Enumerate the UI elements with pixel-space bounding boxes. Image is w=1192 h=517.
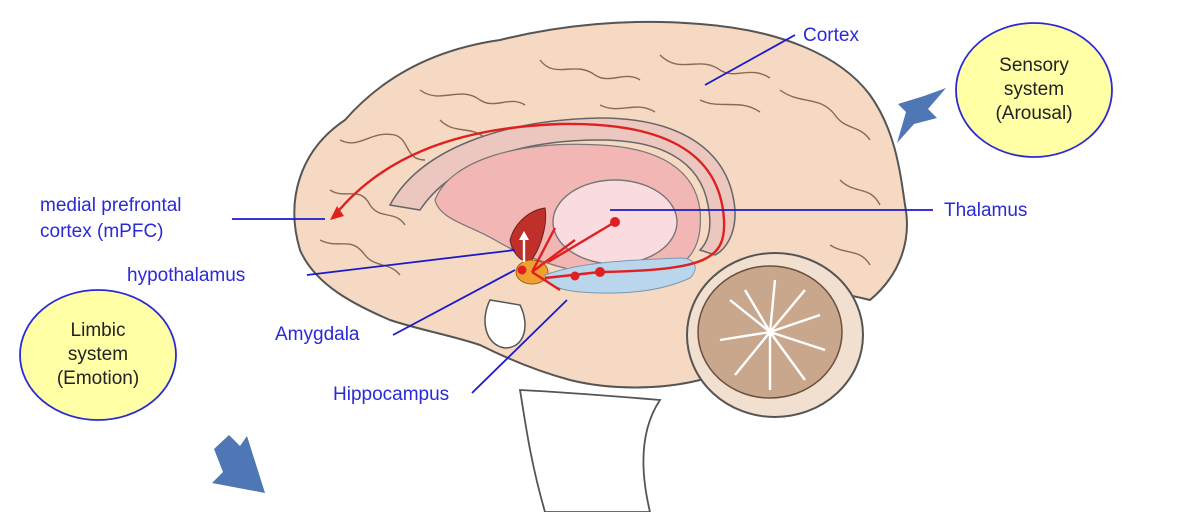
sensory-arrow-icon <box>897 88 946 143</box>
gyri <box>319 54 881 276</box>
limbic-line1: Limbic <box>70 320 126 341</box>
pathway-cortical-loop <box>334 122 726 274</box>
thalamus-label: Thalamus <box>944 200 1028 221</box>
pituitary <box>484 299 526 349</box>
arbor-vitae <box>719 279 826 390</box>
hippocampus <box>544 257 696 294</box>
hypothalamus-region <box>509 207 547 263</box>
limbic-system-ellipse <box>19 289 177 421</box>
leader-lines <box>232 34 933 394</box>
mpfc-label-line1: medial prefrontal <box>40 195 182 216</box>
brainstem <box>518 389 662 513</box>
hippocampus-label: Hippocampus <box>333 384 450 405</box>
pathway-arrowhead-mpfc <box>330 206 344 220</box>
amygdala-label: Amygdala <box>275 324 360 345</box>
corpus-callosum <box>388 117 736 256</box>
hypothalamus-arrowhead <box>519 231 529 240</box>
hypothalamus-label: hypothalamus <box>127 265 246 286</box>
cortex-label: Cortex <box>803 25 859 46</box>
pathway-nodes <box>517 217 620 281</box>
sensory-system-ellipse <box>955 22 1113 158</box>
sensory-line2: system <box>1003 79 1065 100</box>
limbic-system-text: Limbic system (Emotion) <box>38 319 158 391</box>
sensory-line3: (Arousal) <box>995 103 1073 124</box>
mpfc-label-line2: cortex (mPFC) <box>40 221 164 242</box>
limbic-arrow-icon <box>212 435 265 493</box>
sensory-line1: Sensory <box>999 55 1069 76</box>
limbic-line2: system <box>67 344 129 365</box>
sensory-system-text: Sensory system (Arousal) <box>974 54 1094 126</box>
limbic-line3: (Emotion) <box>56 368 140 389</box>
